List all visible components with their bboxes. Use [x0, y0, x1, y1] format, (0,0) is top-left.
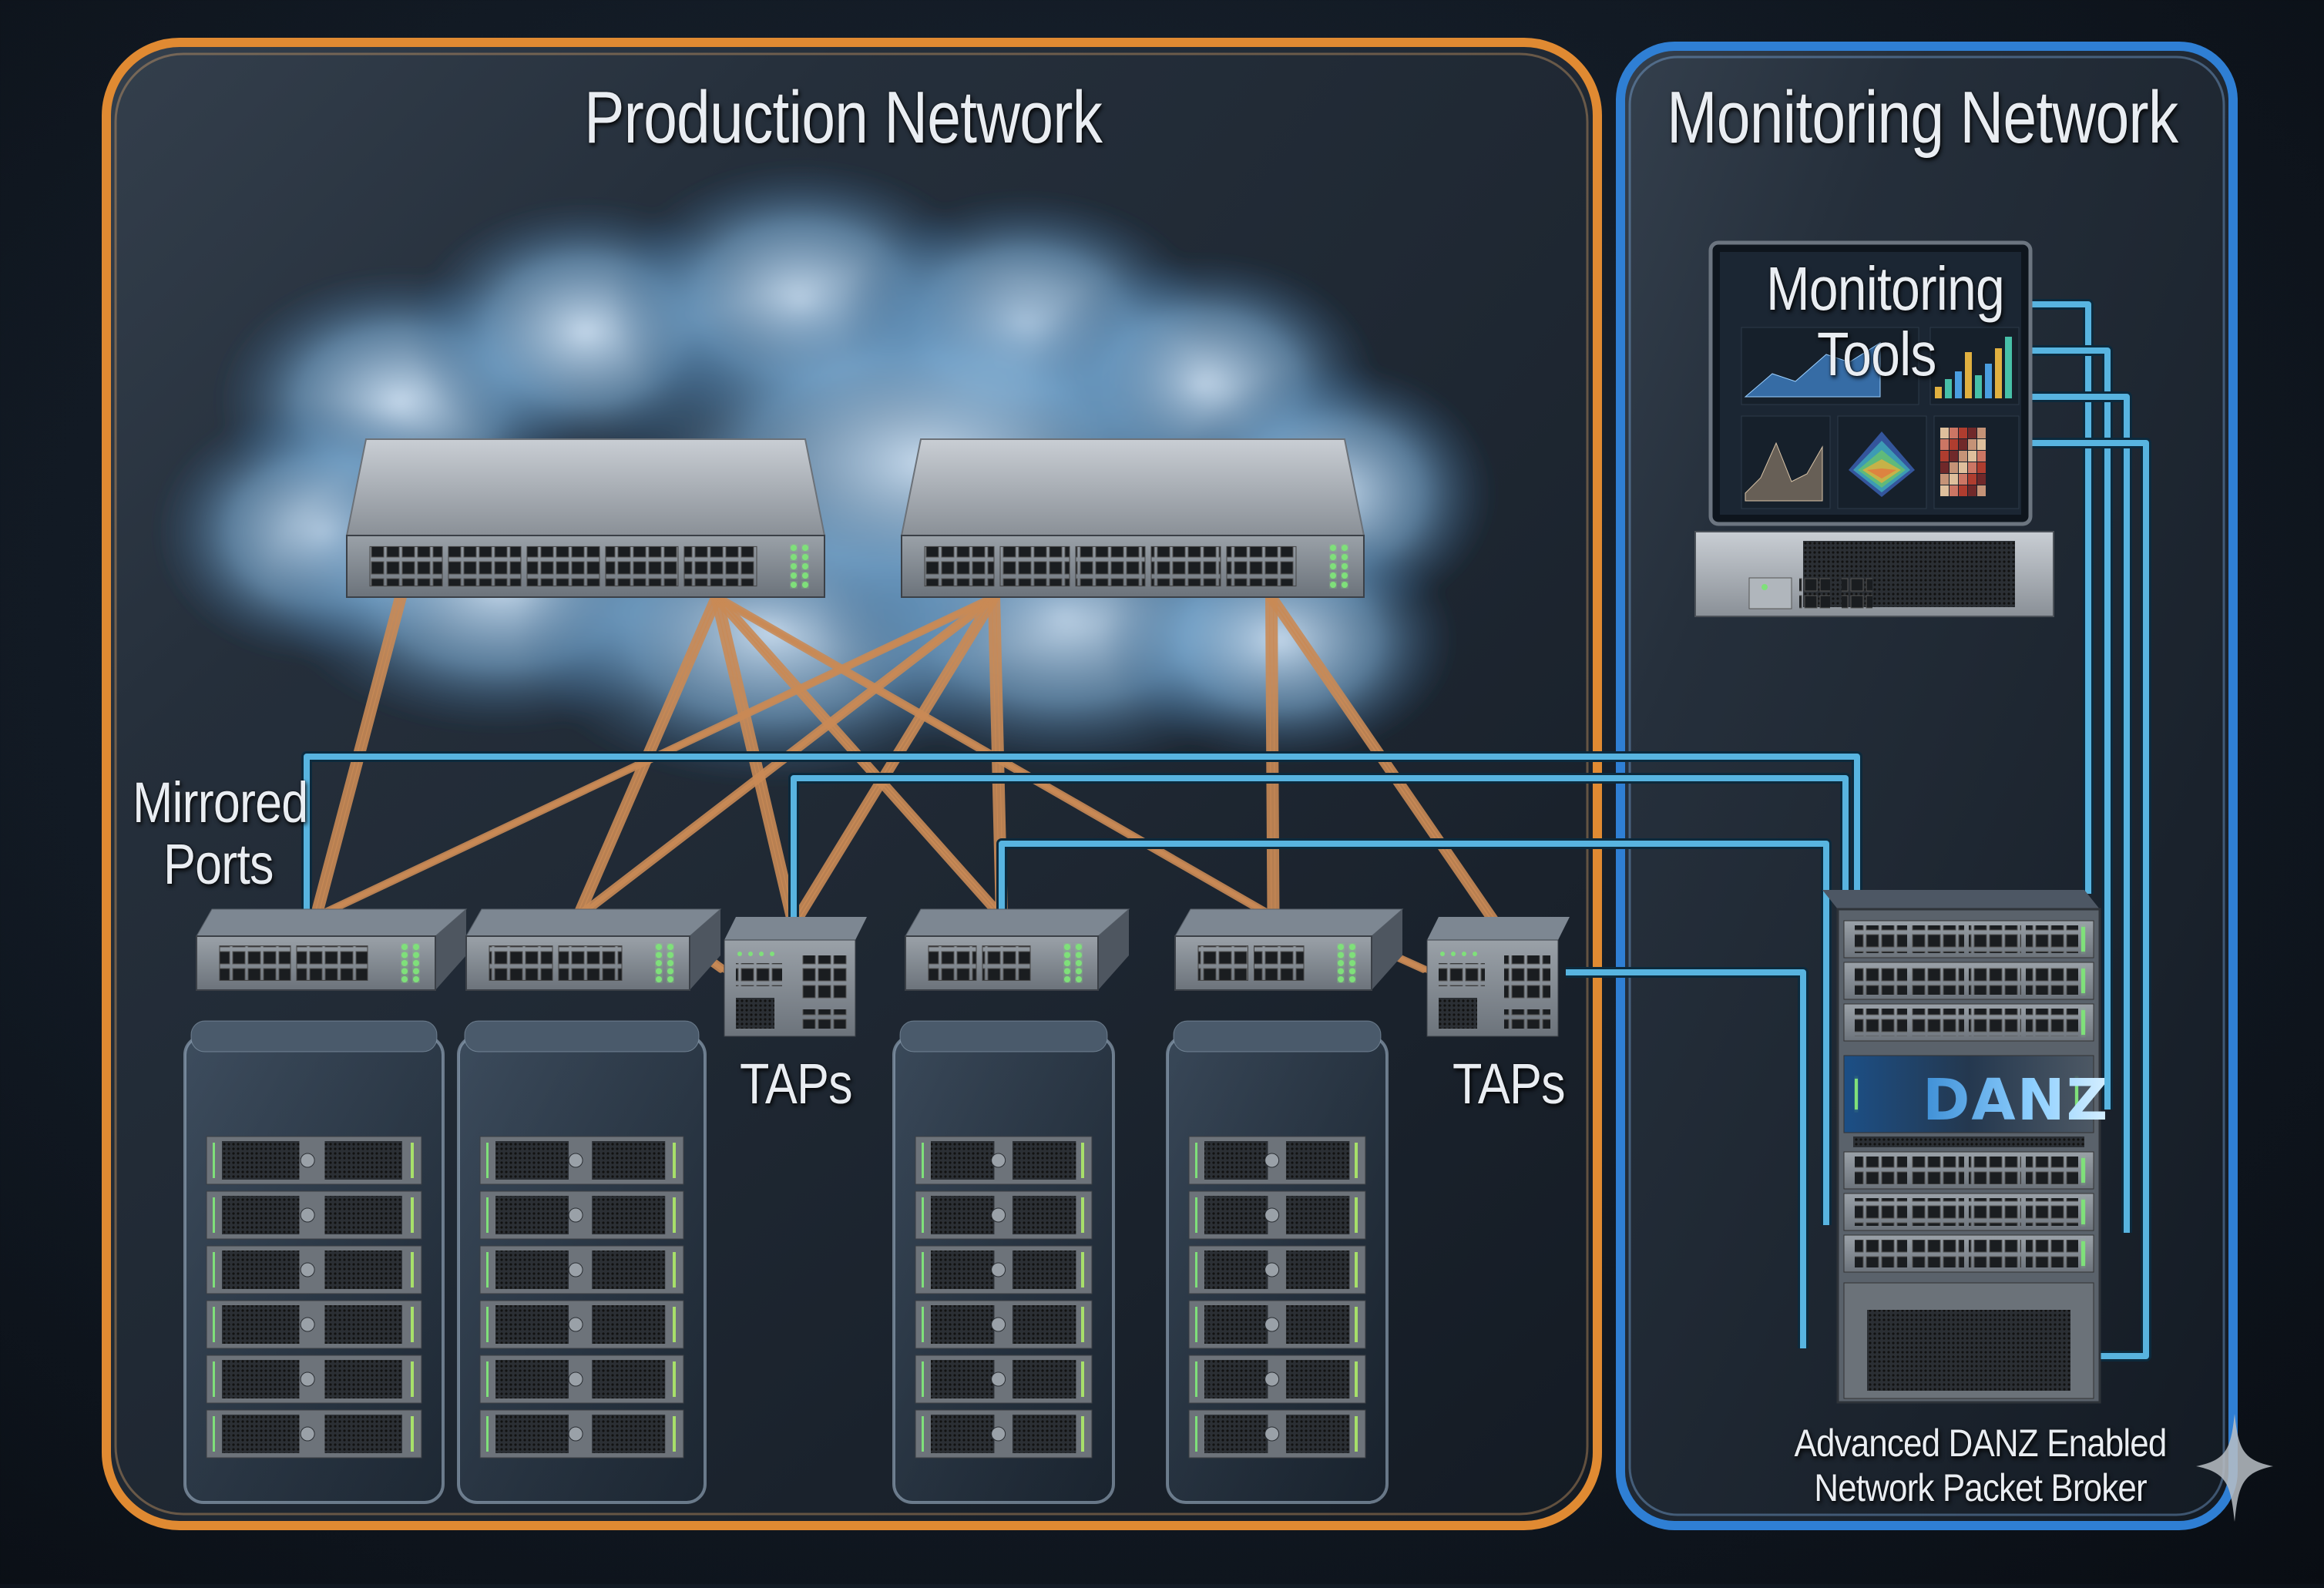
rack-server-unit: [915, 1245, 1093, 1294]
danz-packet-broker-chassis: [1822, 890, 2101, 1404]
mirrored-ports-label-line1: Mirrored: [133, 770, 308, 834]
core-switch: [900, 438, 1365, 598]
rack-server-unit: [206, 1355, 422, 1404]
fiber-tool-2: [2030, 347, 2111, 1110]
fiber-mirror-leaf-3: [999, 841, 1829, 1225]
dashboard-panel-bar-chart: [1929, 327, 2020, 405]
server-rack: [1166, 1020, 1389, 1504]
monitoring-tools-label-line2: Tools: [1817, 320, 1936, 388]
monitoring-network-title: Monitoring Network: [1667, 76, 2178, 159]
line-card: [1843, 920, 2094, 959]
rack-server-unit: [206, 1409, 422, 1459]
access-switch: [905, 908, 1130, 991]
tap-device: [724, 917, 867, 1037]
line-card: [1843, 962, 2094, 1000]
access-switch: [465, 908, 722, 991]
line-card: [1843, 1193, 2094, 1231]
fiber-tap-2: [1566, 969, 1806, 1348]
line-card: [1843, 1151, 2094, 1190]
monitoring-links: [301, 299, 2151, 1361]
rack-server-unit: [1188, 1409, 1366, 1459]
rack-server-unit: [479, 1136, 684, 1185]
mirrored-ports-label-line2: Ports: [163, 832, 274, 896]
monitoring-tools-label-line1: Monitoring: [1766, 254, 2005, 323]
dashboard-panel-line-area-chart: [1741, 415, 1831, 509]
dashboard-panel-area-chart: [1741, 327, 1919, 405]
rack-server-unit: [479, 1409, 684, 1459]
danz-badge: DANZ: [1923, 1067, 2110, 1133]
rack-server-unit: [206, 1136, 422, 1185]
tap-device: [1426, 917, 1570, 1037]
rack-server-unit: [206, 1190, 422, 1240]
rack-server-unit: [915, 1300, 1093, 1349]
rack-server-unit: [206, 1300, 422, 1349]
rack-server-unit: [1188, 1190, 1366, 1240]
taps-left-label: TAPs: [740, 1052, 853, 1116]
fiber-tool-1: [2030, 301, 2091, 894]
sparkle-icon: [2196, 1414, 2273, 1522]
access-switch: [196, 908, 468, 991]
rack-server-unit: [1188, 1355, 1366, 1404]
fiber-tool-4: [2030, 440, 2149, 1359]
rack-server-unit: [206, 1245, 422, 1294]
rack-server-unit: [1188, 1245, 1366, 1294]
server-rack: [457, 1020, 707, 1504]
monitoring-tool-server: [1694, 531, 2054, 617]
line-card: [1843, 1234, 2094, 1273]
taps-right-label: TAPs: [1452, 1052, 1566, 1116]
rack-server-unit: [479, 1355, 684, 1404]
fiber-tool-3: [2030, 394, 2130, 1233]
rack-server-unit: [479, 1300, 684, 1349]
npb-caption-line1: Advanced DANZ Enabled: [1794, 1422, 2168, 1465]
monitoring-dashboard-screen: [1708, 240, 2033, 526]
rack-server-unit: [1188, 1136, 1366, 1185]
rack-server-unit: [479, 1190, 684, 1240]
dashboard-panel-heatmap: [1933, 415, 2020, 509]
rack-server-unit: [479, 1245, 684, 1294]
production-network-title: Production Network: [584, 76, 1103, 159]
rack-server-unit: [915, 1355, 1093, 1404]
rack-server-unit: [915, 1409, 1093, 1459]
rack-server-unit: [915, 1190, 1093, 1240]
dashboard-panel-3d-surface: [1837, 415, 1927, 509]
line-card: [1843, 1003, 2094, 1042]
server-rack: [183, 1020, 445, 1504]
server-rack: [892, 1020, 1115, 1504]
access-switch: [1174, 908, 1404, 991]
rack-server-unit: [915, 1136, 1093, 1185]
rack-server-unit: [1188, 1300, 1366, 1349]
npb-caption-line2: Network Packet Broker: [1814, 1466, 2147, 1509]
core-switch: [345, 438, 826, 598]
